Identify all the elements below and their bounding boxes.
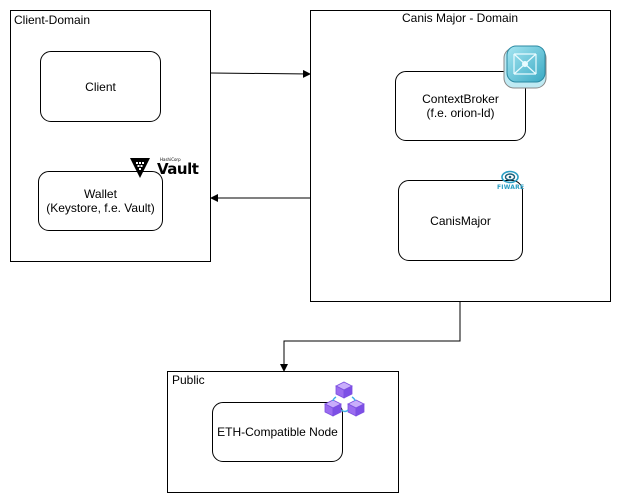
eth-node[interactable]: ETH-Compatible Node xyxy=(212,402,343,462)
edge-client-to-canis xyxy=(210,69,311,78)
public-domain-label: Public xyxy=(172,373,205,387)
client-node-label: Client xyxy=(85,79,116,94)
canis-major-node[interactable]: CanisMajor xyxy=(398,180,523,261)
wallet-node-sublabel: (Keystore, f.e. Vault) xyxy=(46,201,155,215)
vault-logo-small-text: HashiCorp xyxy=(160,157,181,162)
client-domain-label: Client-Domain xyxy=(14,13,91,27)
fiware-icon xyxy=(501,170,519,184)
vault-logo-word: Vault xyxy=(157,160,199,178)
eth-node-label: ETH-Compatible Node xyxy=(217,425,338,439)
vault-triangle-icon xyxy=(130,158,150,178)
wallet-node[interactable]: Wallet (Keystore, f.e. Vault) xyxy=(38,171,163,231)
eth-node-icon xyxy=(324,381,365,417)
context-broker-icon xyxy=(503,45,547,89)
context-broker-label: ContextBroker xyxy=(422,92,499,106)
context-broker-sublabel: (f.e. orion-ld) xyxy=(426,106,495,120)
context-broker-node[interactable]: ContextBroker (f.e. orion-ld) xyxy=(395,71,526,141)
canis-major-domain-label: Canis Major - Domain xyxy=(402,11,519,25)
client-node[interactable]: Client xyxy=(40,51,161,122)
canis-major-label: CanisMajor xyxy=(430,213,491,228)
edge-canis-to-eth xyxy=(280,302,461,372)
wallet-node-label: Wallet xyxy=(84,187,117,201)
fiware-logo-word: FIWARE xyxy=(497,184,525,191)
